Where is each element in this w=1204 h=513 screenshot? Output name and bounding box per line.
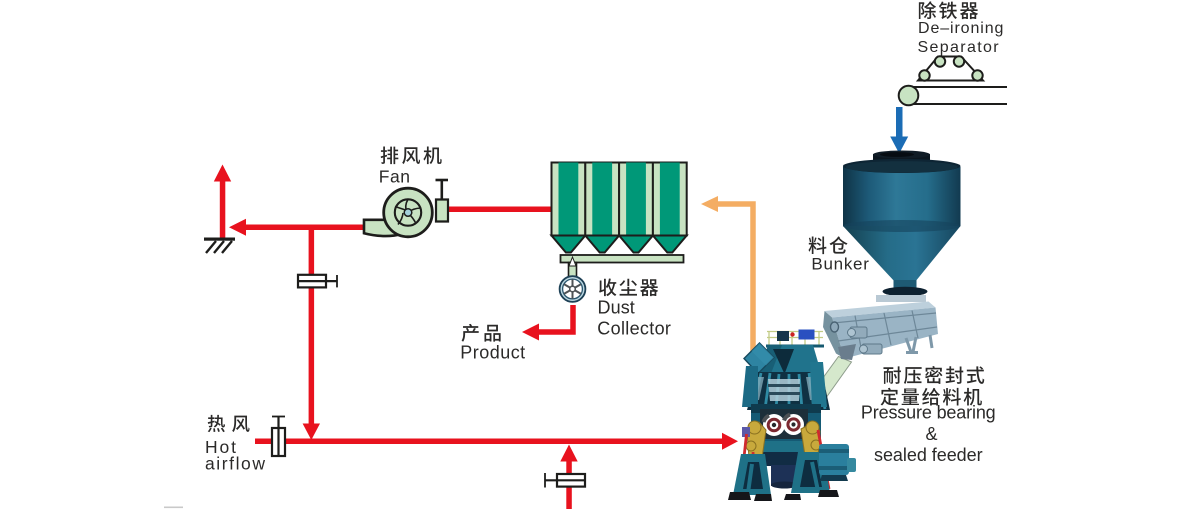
svg-text:De–ironing: De–ironing (918, 20, 1003, 37)
svg-text:Fan: Fan (379, 167, 410, 187)
svg-text:airflow: airflow (205, 454, 265, 474)
svg-text:Dust: Dust (598, 297, 635, 317)
svg-text:Collector: Collector (597, 318, 671, 338)
svg-text:Pressure bearing: Pressure bearing (861, 403, 996, 423)
svg-text:Bunker: Bunker (811, 254, 869, 273)
svg-text:Separator: Separator (918, 39, 1000, 56)
svg-text:Hot: Hot (205, 437, 236, 457)
svg-text:&: & (925, 424, 937, 444)
svg-text:sealed feeder: sealed feeder (874, 445, 983, 465)
svg-text:Product: Product (460, 343, 525, 363)
